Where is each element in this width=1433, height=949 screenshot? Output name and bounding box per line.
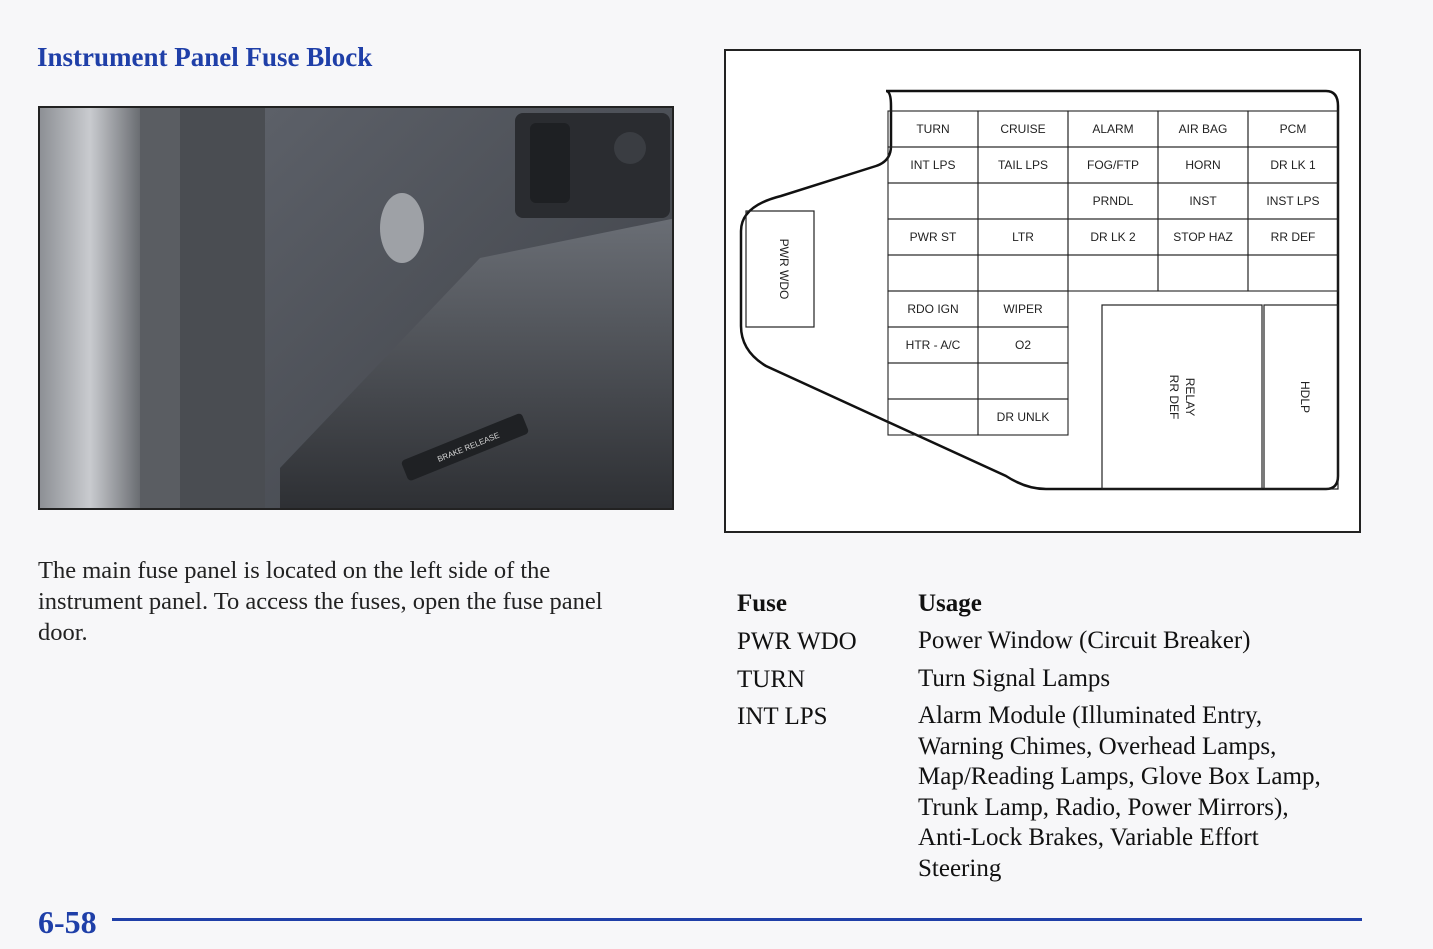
instrument-panel-photo: BRAKE RELEASE bbox=[38, 106, 674, 510]
fuse-name-int-lps: INT LPS bbox=[737, 703, 828, 730]
fuse-slot bbox=[977, 182, 1069, 220]
fuse-block-svg: PWR WDO TURN CRUISE ALARM AIR BAG PCM INT LPS… bbox=[739, 89, 1340, 491]
usage-column-header: Usage bbox=[918, 590, 982, 617]
fuse-slot-label: HORN bbox=[1185, 158, 1220, 172]
page-number: 6-58 bbox=[38, 904, 97, 940]
intro-paragraph: The main fuse panel is located on the le… bbox=[38, 557, 603, 646]
fuse-column-header: Fuse bbox=[737, 590, 787, 617]
fuse-block-diagram: PWR WDO TURN CRUISE ALARM AIR BAG PCM INT LPS… bbox=[724, 49, 1361, 533]
relay-box bbox=[1101, 304, 1263, 490]
fuse-slot bbox=[887, 398, 979, 436]
fuse-slot-label: O2 bbox=[1015, 338, 1031, 352]
fuse-slot-label: CRUISE bbox=[1000, 122, 1045, 136]
relay-rr-def-label: RR DEF bbox=[1167, 375, 1181, 420]
footer-rule bbox=[112, 918, 1362, 921]
pwr-wdo-slot bbox=[745, 210, 815, 328]
fuse-slot bbox=[1247, 254, 1339, 292]
fuse-slot-label: PCM bbox=[1280, 122, 1307, 136]
fuse-grid: TURN CRUISE ALARM AIR BAG PCM INT LPS TAIL LPS… bbox=[887, 110, 1339, 436]
fuse-slot-label: PWR ST bbox=[910, 230, 957, 244]
fuse-slot bbox=[977, 398, 1069, 436]
page-title: Instrument Panel Fuse Block bbox=[37, 42, 373, 72]
fuse-slot-label: INT LPS bbox=[910, 158, 955, 172]
fuse-slot-label: HTR - A/C bbox=[906, 338, 961, 352]
fuse-slot-label: PRNDL bbox=[1093, 194, 1134, 208]
pwr-wdo-label: PWR WDO bbox=[777, 239, 791, 300]
fuse-slot-label: AIR BAG bbox=[1179, 122, 1228, 136]
photo-illustration: BRAKE RELEASE bbox=[40, 108, 672, 508]
fuse-slot bbox=[977, 254, 1069, 292]
fuse-slot-label: WIPER bbox=[1003, 302, 1043, 316]
fuse-slot-label: DR LK 1 bbox=[1270, 158, 1316, 172]
fuse-slot-label: LTR bbox=[1012, 230, 1034, 244]
hdlp-box bbox=[1263, 304, 1339, 490]
fuse-usage-turn: Turn Signal Lamps bbox=[918, 665, 1111, 692]
fuse-slot-label: STOP HAZ bbox=[1173, 230, 1233, 244]
fuse-slot-label: RR DEF bbox=[1271, 230, 1316, 244]
fuse-slot bbox=[1157, 254, 1249, 292]
fuse-slot-label: INST LPS bbox=[1266, 194, 1319, 208]
fuse-slot-label: INST bbox=[1189, 194, 1217, 208]
fuse-slot-label: ALARM bbox=[1092, 122, 1133, 136]
fuse-usage-pwr-wdo: Power Window (Circuit Breaker) bbox=[918, 627, 1251, 654]
fuse-slot-label: DR LK 2 bbox=[1090, 230, 1136, 244]
fuse-name-turn: TURN bbox=[737, 666, 806, 693]
fuse-slot-label: FOG/FTP bbox=[1087, 158, 1139, 172]
fuse-slot bbox=[1067, 254, 1159, 292]
fuse-slot-label: TURN bbox=[916, 122, 949, 136]
fuse-name-pwr-wdo: PWR WDO bbox=[737, 628, 857, 655]
fuse-slot bbox=[887, 182, 979, 220]
fuse-slot bbox=[887, 254, 979, 292]
fuse-slot-label: RDO IGN bbox=[907, 302, 958, 316]
relay-label: RELAY bbox=[1183, 378, 1197, 416]
fuse-slot-label: TAIL LPS bbox=[998, 158, 1048, 172]
fuse-slot bbox=[977, 362, 1069, 400]
fuse-usage-int-lps: Alarm Module (Illuminated Entry, Warning… bbox=[918, 702, 1321, 882]
fuse-slot bbox=[887, 362, 979, 400]
hdlp-label: HDLP bbox=[1298, 381, 1312, 413]
fuse-slot-label: DR UNLK bbox=[997, 410, 1050, 424]
